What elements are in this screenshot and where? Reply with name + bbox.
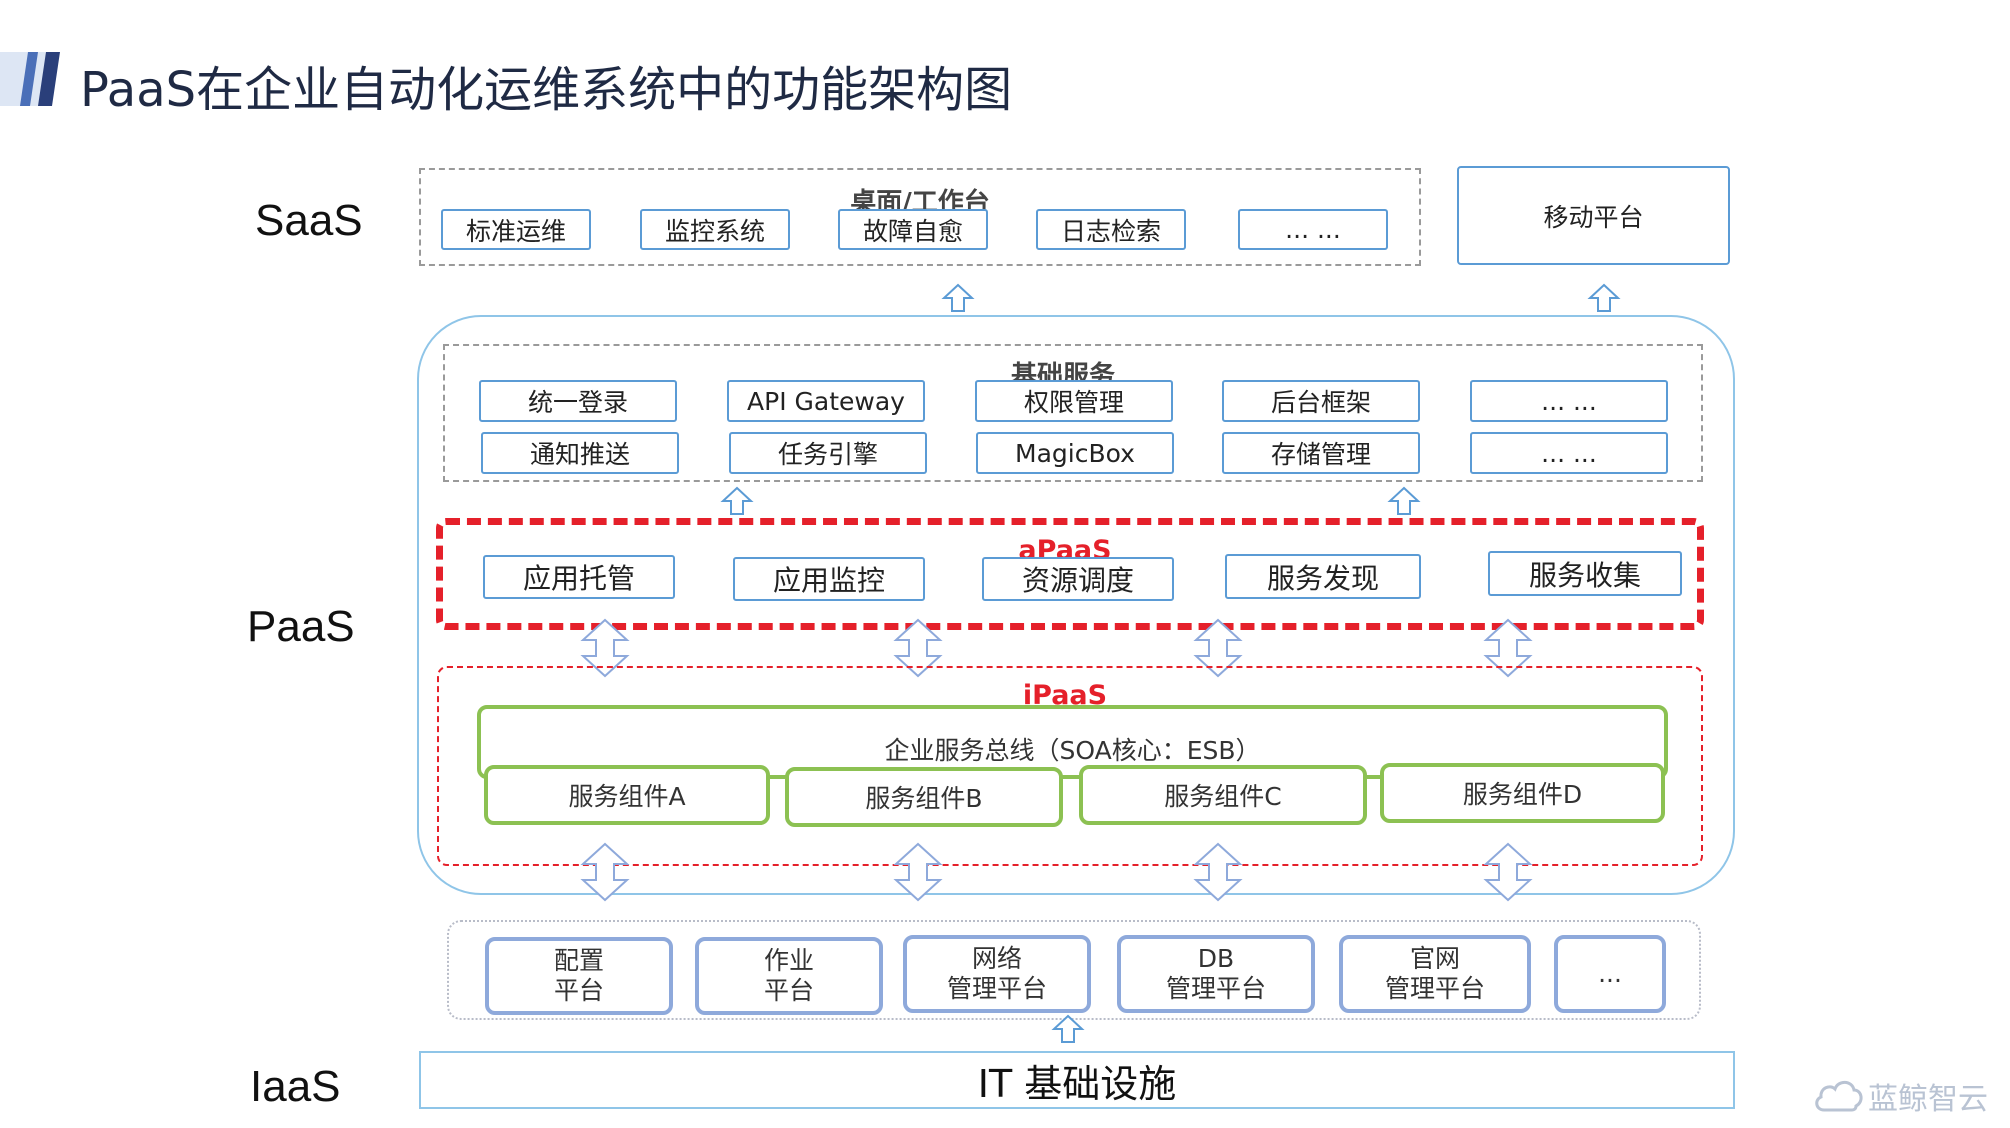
iaas-more-platform[interactable]: ... <box>1554 935 1666 1013</box>
iaas-db-line2: 管理平台 <box>1165 974 1266 1003</box>
double-arrow-icon <box>1483 842 1533 902</box>
apaas-app-hosting[interactable]: 应用托管 <box>483 555 675 599</box>
iaas-job-line1: 作业 <box>763 946 814 975</box>
service-component-d[interactable]: 服务组件D <box>1380 763 1665 823</box>
service-component-a[interactable]: 服务组件A <box>484 765 770 825</box>
service-component-b[interactable]: 服务组件B <box>785 767 1063 827</box>
layer-label-saas: SaaS <box>255 196 363 245</box>
iaas-network-line1: 网络 <box>971 944 1022 973</box>
iaas-job-line2: 平台 <box>763 976 814 1005</box>
desktop-item-self-healing[interactable]: 故障自愈 <box>838 209 988 250</box>
desktop-container <box>419 168 1421 266</box>
service-task-engine[interactable]: 任务引擎 <box>729 432 927 474</box>
apaas-service-collection[interactable]: 服务收集 <box>1488 551 1682 596</box>
service-magicbox[interactable]: MagicBox <box>976 432 1174 474</box>
apaas-resource-scheduling[interactable]: 资源调度 <box>982 557 1174 601</box>
up-arrow-icon <box>1387 486 1421 515</box>
service-permission[interactable]: 权限管理 <box>975 380 1173 422</box>
it-infrastructure[interactable]: IT 基础设施 <box>419 1051 1735 1109</box>
desktop-item-more[interactable]: ... ... <box>1238 209 1388 250</box>
iaas-network-platform[interactable]: 网络 管理平台 <box>903 935 1091 1013</box>
apaas-service-discovery[interactable]: 服务发现 <box>1225 554 1421 599</box>
iaas-db-line1: DB <box>1197 944 1235 973</box>
desktop-item-monitoring[interactable]: 监控系统 <box>640 209 790 250</box>
layer-label-iaas: IaaS <box>250 1062 341 1111</box>
brand-name: 蓝鲸智云 <box>1868 1082 1988 1117</box>
service-unified-login[interactable]: 统一登录 <box>479 380 677 422</box>
cloud-icon <box>1815 1080 1863 1112</box>
title-stripes-icon <box>0 52 60 106</box>
brand-logo: 蓝鲸智云 <box>1812 1074 1988 1118</box>
iaas-config-line1: 配置 <box>553 946 604 975</box>
service-api-gateway[interactable]: API Gateway <box>727 380 925 422</box>
service-backend-framework[interactable]: 后台框架 <box>1222 380 1420 422</box>
iaas-network-line2: 管理平台 <box>946 974 1047 1003</box>
iaas-db-platform[interactable]: DB 管理平台 <box>1117 935 1315 1013</box>
up-arrow-icon <box>1587 283 1621 312</box>
desktop-item-standard-ops[interactable]: 标准运维 <box>441 209 591 250</box>
layer-label-paas: PaaS <box>247 602 355 651</box>
iaas-more-line1: ... <box>1598 959 1622 988</box>
iaas-website-line1: 官网 <box>1409 944 1460 973</box>
double-arrow-icon <box>1483 618 1533 678</box>
double-arrow-icon <box>893 842 943 902</box>
up-arrow-icon <box>941 283 975 312</box>
up-arrow-icon <box>1051 1014 1085 1043</box>
iaas-config-platform[interactable]: 配置 平台 <box>485 937 673 1015</box>
service-component-c[interactable]: 服务组件C <box>1079 765 1367 825</box>
desktop-item-log-search[interactable]: 日志检索 <box>1036 209 1186 250</box>
service-storage[interactable]: 存储管理 <box>1222 432 1420 474</box>
iaas-config-line2: 平台 <box>553 976 604 1005</box>
service-notification[interactable]: 通知推送 <box>481 432 679 474</box>
ipaas-container <box>437 666 1703 866</box>
page-title: PaaS在企业自动化运维系统中的功能架构图 <box>80 62 1013 118</box>
basic-services-container <box>443 344 1703 482</box>
double-arrow-icon <box>893 618 943 678</box>
mobile-platform[interactable]: 移动平台 <box>1457 166 1730 265</box>
service-more-1[interactable]: ... ... <box>1470 380 1668 422</box>
double-arrow-icon <box>580 842 630 902</box>
apaas-container <box>436 518 1704 630</box>
title-decoration <box>0 52 80 106</box>
iaas-website-platform[interactable]: 官网 管理平台 <box>1339 935 1531 1013</box>
apaas-app-monitoring[interactable]: 应用监控 <box>733 557 925 601</box>
up-arrow-icon <box>720 486 754 515</box>
double-arrow-icon <box>580 618 630 678</box>
iaas-platforms-container <box>447 920 1701 1020</box>
double-arrow-icon <box>1193 618 1243 678</box>
paas-container <box>417 315 1735 895</box>
iaas-website-line2: 管理平台 <box>1384 974 1485 1003</box>
double-arrow-icon <box>1193 842 1243 902</box>
iaas-job-platform[interactable]: 作业 平台 <box>695 937 883 1015</box>
service-more-2[interactable]: ... ... <box>1470 432 1668 474</box>
